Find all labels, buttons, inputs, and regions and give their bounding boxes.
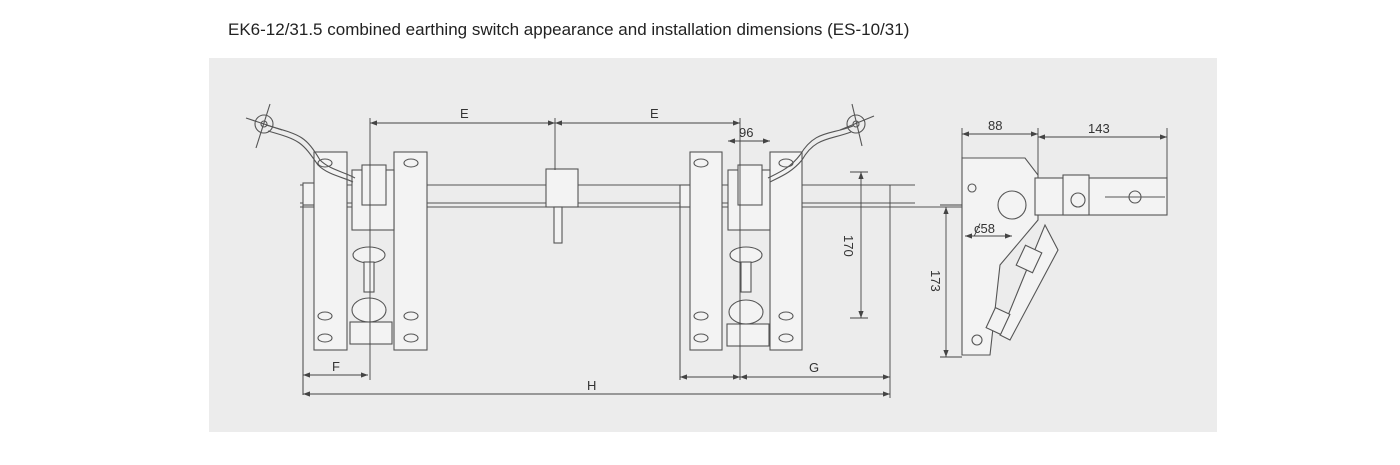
- right-switch-unit: [679, 103, 875, 380]
- dim-label-58: ȼ58: [974, 221, 995, 236]
- dim-label-170: 170: [841, 235, 856, 257]
- dim-label-143: 143: [1088, 121, 1110, 136]
- dim-label-96: 96: [739, 125, 753, 140]
- dim-label-g: G: [809, 360, 819, 375]
- middle-contact: [545, 168, 579, 244]
- dim-label-e-left: E: [460, 106, 469, 121]
- dim-label-e-right: E: [650, 106, 659, 121]
- figure-title: EK6-12/31.5 combined earthing switch app…: [228, 20, 910, 39]
- side-view-unit: [961, 157, 1168, 356]
- dim-label-173: 173: [928, 270, 943, 292]
- dim-label-h: H: [587, 378, 596, 393]
- dimension-lines: [303, 118, 1168, 398]
- left-switch-unit: [245, 103, 428, 395]
- dim-label-88: 88: [988, 118, 1002, 133]
- dim-label-f: F: [332, 359, 340, 374]
